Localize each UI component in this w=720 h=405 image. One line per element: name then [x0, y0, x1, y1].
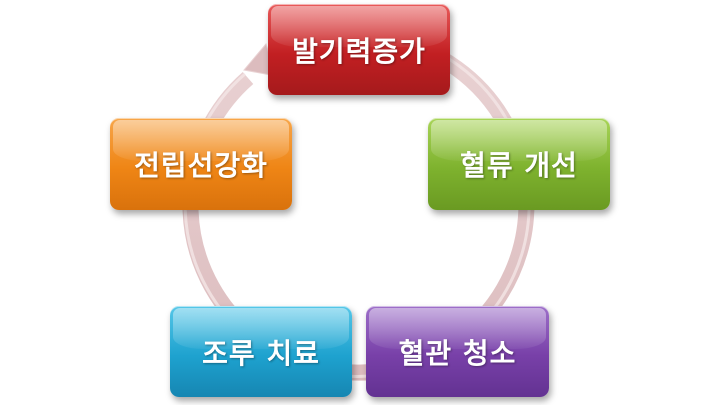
node-label-right: 혈류 개선 [460, 149, 578, 182]
cycle-node-left: 전립선강화 [110, 118, 292, 210]
cycle-node-top: 발기력증가 [268, 4, 450, 95]
node-label-left: 전립선강화 [134, 149, 268, 182]
cycle-node-bottom-left: 조루 치료 [170, 306, 352, 397]
node-label-top: 발기력증가 [292, 34, 426, 68]
node-label-bottom-left: 조루 치료 [202, 336, 320, 370]
cycle-node-bottom-right: 혈관 청소 [366, 306, 549, 397]
cycle-node-right: 혈류 개선 [428, 118, 610, 210]
node-label-bottom-right: 혈관 청소 [398, 336, 517, 370]
